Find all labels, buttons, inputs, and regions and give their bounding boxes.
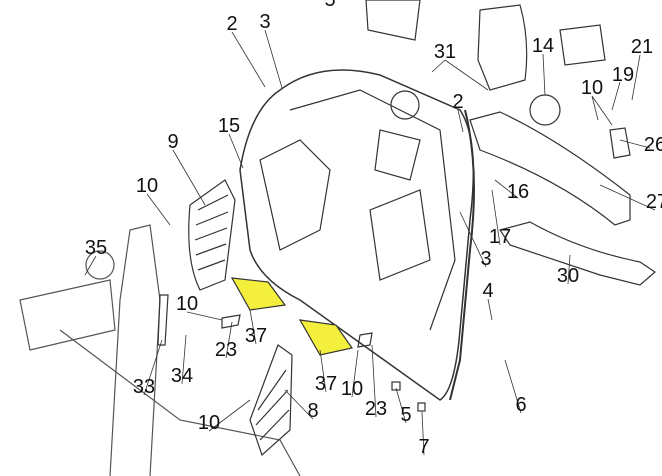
callout-label-3: 3	[259, 11, 271, 33]
callout-label-19: 19	[611, 64, 635, 86]
callout-label-10: 10	[340, 378, 364, 400]
highlighted-part-37	[230, 277, 354, 356]
callout-label-17: 17	[488, 226, 512, 248]
callout-label-14: 14	[531, 35, 555, 57]
callout-label-5: 5	[324, 0, 336, 11]
callout-label-9: 9	[167, 131, 179, 153]
callout-label-21: 21	[630, 36, 654, 58]
side-trim	[469, 111, 656, 286]
frame-part	[19, 224, 301, 476]
brackets	[157, 294, 426, 412]
callout-label-6: 6	[515, 394, 527, 416]
callout-label-26: 26	[643, 134, 662, 156]
callout-label-5: 5	[400, 404, 412, 426]
leader-lines	[84, 29, 656, 456]
callout-label-31: 31	[433, 41, 457, 63]
callout-label-8: 8	[307, 400, 319, 422]
callout-label-23: 23	[214, 339, 238, 361]
callout-label-10: 10	[580, 77, 604, 99]
callout-label-15: 15	[217, 115, 241, 137]
callout-label-10: 10	[175, 293, 199, 315]
callout-label-35: 35	[84, 237, 108, 259]
grille-upper	[188, 179, 236, 291]
inner-shield	[239, 69, 475, 401]
callout-label-37: 37	[244, 325, 268, 347]
callout-label-3: 3	[480, 248, 492, 270]
callout-label-34: 34	[170, 365, 194, 387]
callout-label-2: 2	[226, 13, 238, 35]
callout-label-7: 7	[418, 436, 430, 458]
callout-label-16: 16	[506, 181, 530, 203]
callout-label-2: 2	[452, 91, 464, 113]
callout-label-27: 27	[645, 191, 662, 213]
glovebox-lid	[365, 0, 606, 126]
callout-label-30: 30	[556, 265, 580, 287]
callout-label-23: 23	[364, 398, 388, 420]
callout-label-37: 37	[314, 373, 338, 395]
callout-label-10: 10	[197, 412, 221, 434]
callout-label-33: 33	[132, 376, 156, 398]
callout-label-4: 4	[482, 280, 494, 302]
grille-lower	[249, 344, 293, 457]
callout-label-10: 10	[135, 175, 159, 197]
